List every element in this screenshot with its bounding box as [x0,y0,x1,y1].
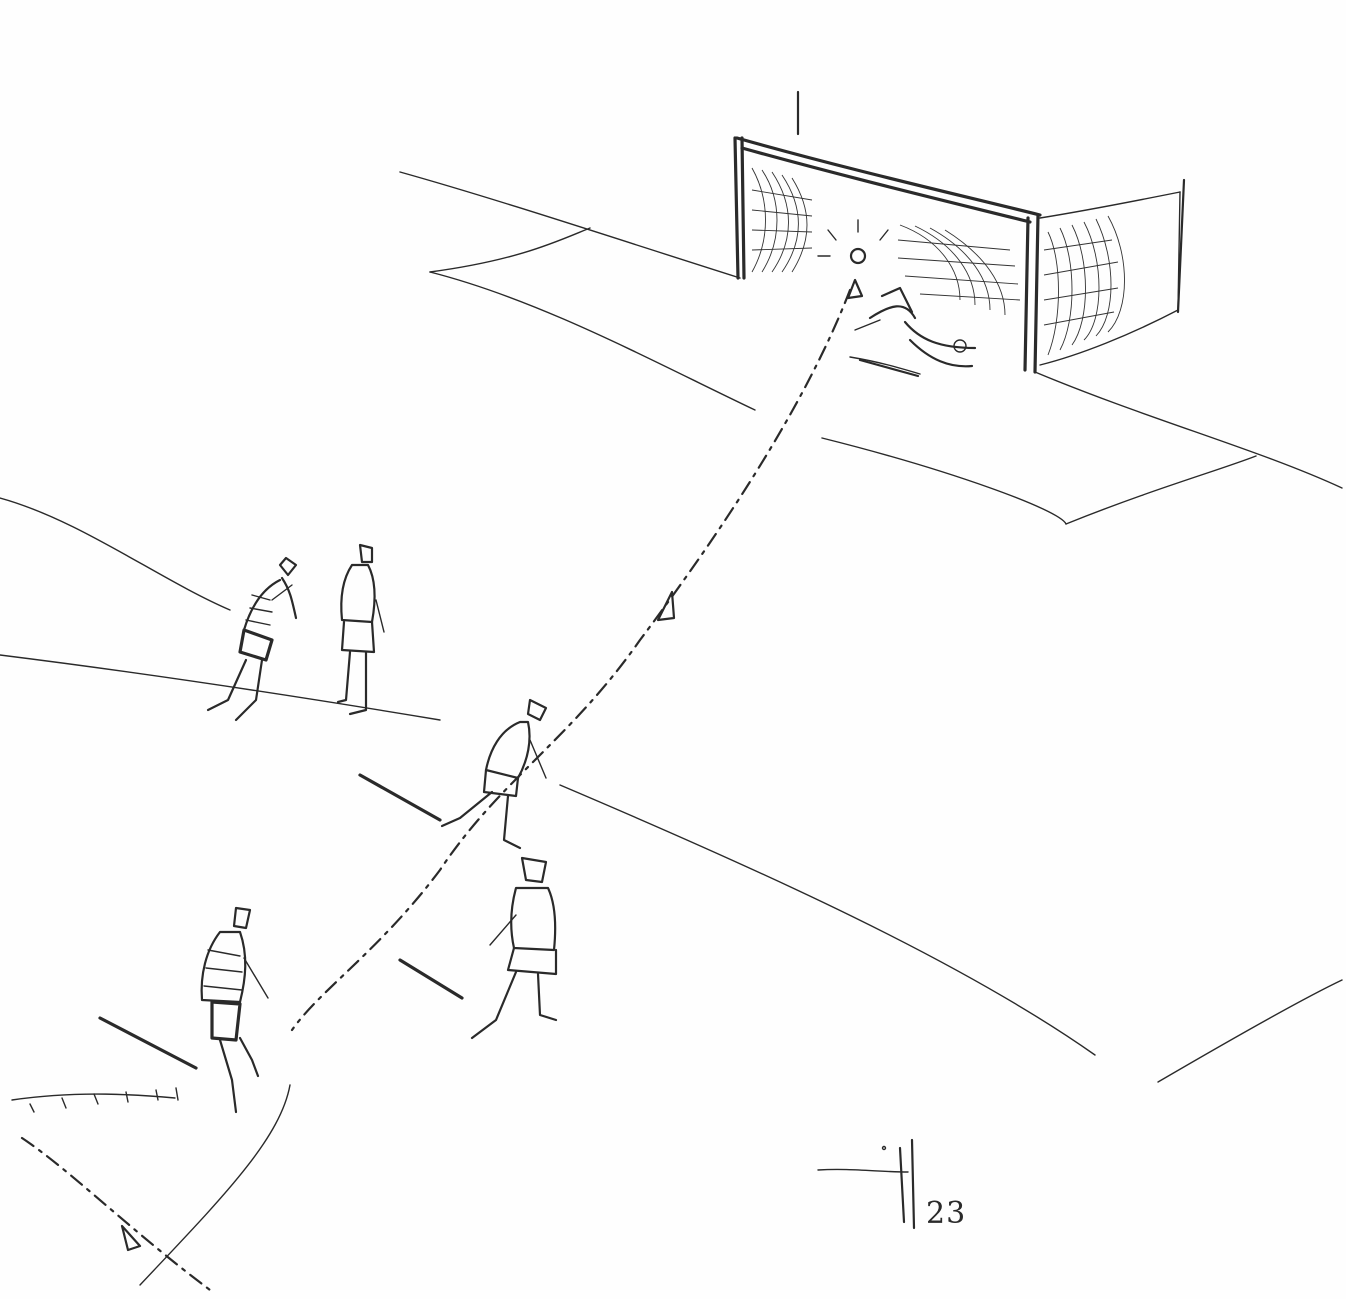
player-shooter [358,698,548,850]
artist-signature-mark [817,1138,916,1230]
player-white-2 [398,856,558,1040]
shot-trajectory [20,278,864,1292]
player-white-1 [336,543,385,716]
goal [733,90,1186,374]
ball-in-goal [817,219,889,265]
goal-net [751,167,1125,356]
goalkeeper [849,286,977,378]
player-striped-1 [206,556,298,722]
corner-ticks [29,1087,179,1113]
artist-signature-year: 23 [926,1196,967,1231]
player-striped-2 [98,906,269,1114]
pitch-lines [0,171,1343,1286]
